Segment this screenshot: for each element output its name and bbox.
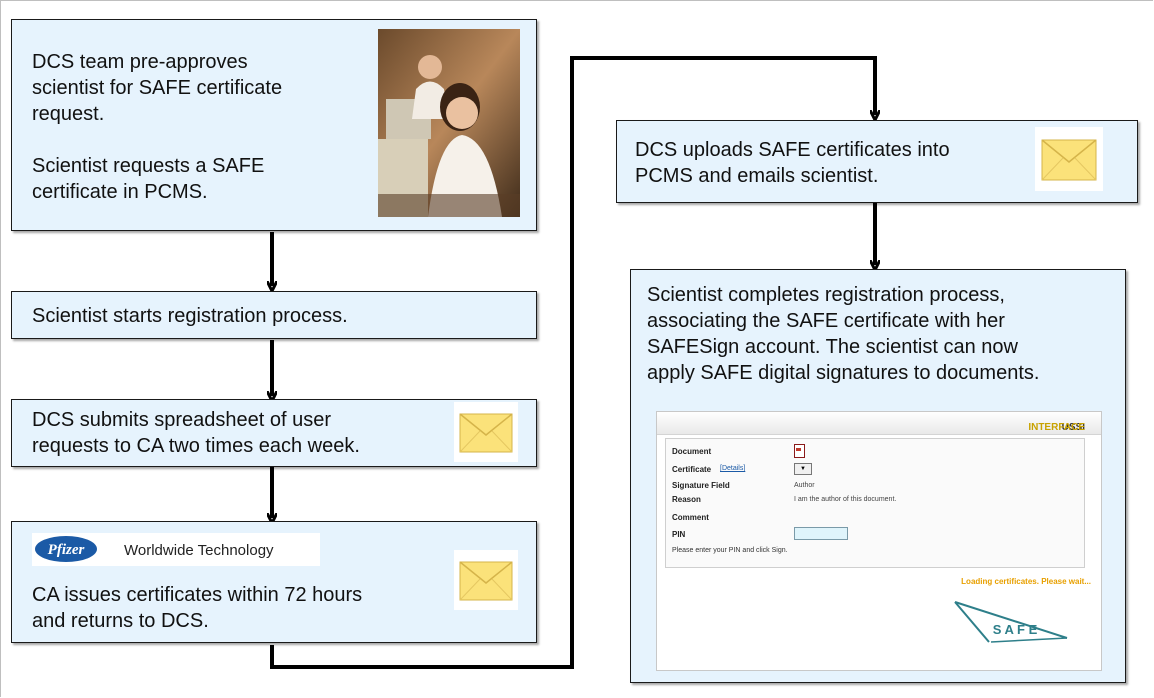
reason-value: I am the author of this document. — [794, 496, 897, 503]
certificate-select[interactable]: ▼ — [794, 463, 812, 475]
safe-logo-text: S A F E — [993, 622, 1038, 637]
pfizer-logo-text: Worldwide Technology — [124, 542, 274, 559]
pin-label: PIN — [672, 530, 686, 539]
scientist-photo — [378, 29, 520, 217]
box1-line4: Scientist requests a SAFE — [32, 155, 265, 177]
box6-line1: Scientist completes registration process… — [647, 284, 1005, 306]
envelope-icon — [454, 402, 518, 462]
box1-line3: request. — [32, 103, 105, 125]
pfizer-logo: Pfizer Worldwide Technology — [32, 533, 320, 566]
box6-line3: SAFESign account. The scientist can now — [647, 336, 1018, 358]
step-box-start-registration: Scientist starts registration process. — [11, 291, 537, 339]
box1-line2: scientist for SAFE certificate — [32, 77, 283, 99]
box6-line2: associating the SAFE certificate with he… — [647, 310, 1005, 332]
step-box-preapproval: DCS team pre-approves scientist for SAFE… — [11, 19, 537, 231]
box2-line1: Scientist starts registration process. — [32, 305, 348, 327]
pdf-document-icon[interactable] — [794, 444, 805, 458]
signature-field-label: Signature Field — [672, 481, 730, 490]
signing-interface-screenshot: USSI INTERFACE Document Certificate [Det… — [656, 411, 1102, 671]
step-box-complete-registration: Scientist completes registration process… — [630, 269, 1126, 683]
details-link[interactable]: [Details] — [720, 465, 746, 472]
signature-field-value: Author — [794, 482, 815, 489]
box1-line1: DCS team pre-approves — [32, 51, 248, 73]
step-box-upload-certificates: DCS uploads SAFE certificates into PCMS … — [616, 120, 1138, 203]
box4-line2: and returns to DCS. — [32, 610, 209, 632]
box6-line4: apply SAFE digital signatures to documen… — [647, 362, 1040, 384]
pin-input[interactable] — [794, 527, 848, 540]
step-box-ca-issues: Pfizer Worldwide Technology CA issues ce… — [11, 521, 537, 643]
reason-label: Reason — [672, 495, 701, 504]
box5-line2: PCMS and emails scientist. — [635, 165, 879, 187]
comment-label: Comment — [672, 513, 709, 522]
document-label: Document — [672, 447, 712, 456]
envelope-icon — [1035, 127, 1103, 191]
box3-line1: DCS submits spreadsheet of user — [32, 409, 332, 431]
pin-instruction: Please enter your PIN and click Sign. — [672, 547, 788, 554]
interface-header: USSI INTERFACE — [657, 412, 1101, 435]
interface-header-ussi: USSI — [1061, 422, 1085, 433]
safe-logo: S A F E — [951, 598, 1071, 646]
envelope-icon — [454, 550, 518, 610]
box1-line5: certificate in PCMS. — [32, 181, 208, 203]
certificate-label: Certificate — [672, 465, 712, 474]
signature-form: Document Certificate [Details] ▼ Signatu… — [665, 438, 1085, 568]
box4-line1: CA issues certificates within 72 hours — [32, 584, 363, 606]
interface-header-interface: INTERFACE — [1028, 422, 1085, 433]
connector-box4-to-box5 — [270, 56, 875, 669]
loading-status: Loading certificates. Please wait... — [961, 577, 1091, 586]
step-box-submit-spreadsheet: DCS submits spreadsheet of user requests… — [11, 399, 537, 467]
box5-line1: DCS uploads SAFE certificates into — [635, 139, 950, 161]
box3-line2: requests to CA two times each week. — [32, 435, 360, 457]
pfizer-logo-brand: Pfizer — [48, 542, 85, 558]
